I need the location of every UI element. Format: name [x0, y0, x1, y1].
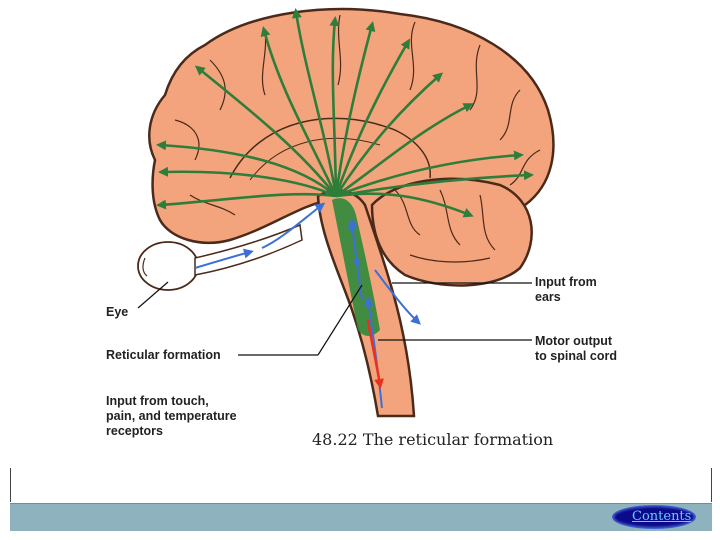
label-touch-line-3: receptors — [106, 424, 163, 438]
label-ears-line-1: Input from — [535, 275, 597, 289]
right-divider — [711, 468, 712, 502]
contents-button[interactable] — [612, 505, 696, 529]
label-motor-line-2: to spinal cord — [535, 349, 617, 363]
bottom-nav-bar — [10, 503, 712, 531]
label-touch-line-1: Input from touch, — [106, 394, 209, 408]
label-eye: Eye — [106, 305, 129, 319]
label-reticular-formation: Reticular formation — [106, 348, 221, 362]
figure-caption: 48.22 The reticular formation — [312, 430, 554, 449]
brain-diagram — [137, 7, 555, 418]
label-ears-line-2: ears — [535, 290, 561, 304]
label-ears-input: Input from ears — [535, 275, 597, 305]
contents-link[interactable]: Contents — [632, 509, 692, 524]
label-touch-line-2: pain, and temperature — [106, 409, 237, 423]
label-motor-line-1: Motor output — [535, 334, 613, 348]
left-divider — [10, 468, 11, 502]
eye-shape — [137, 241, 199, 291]
label-motor-output: Motor output to spinal cord — [535, 334, 617, 364]
label-touch-input: Input from touch, pain, and temperature … — [106, 394, 237, 439]
